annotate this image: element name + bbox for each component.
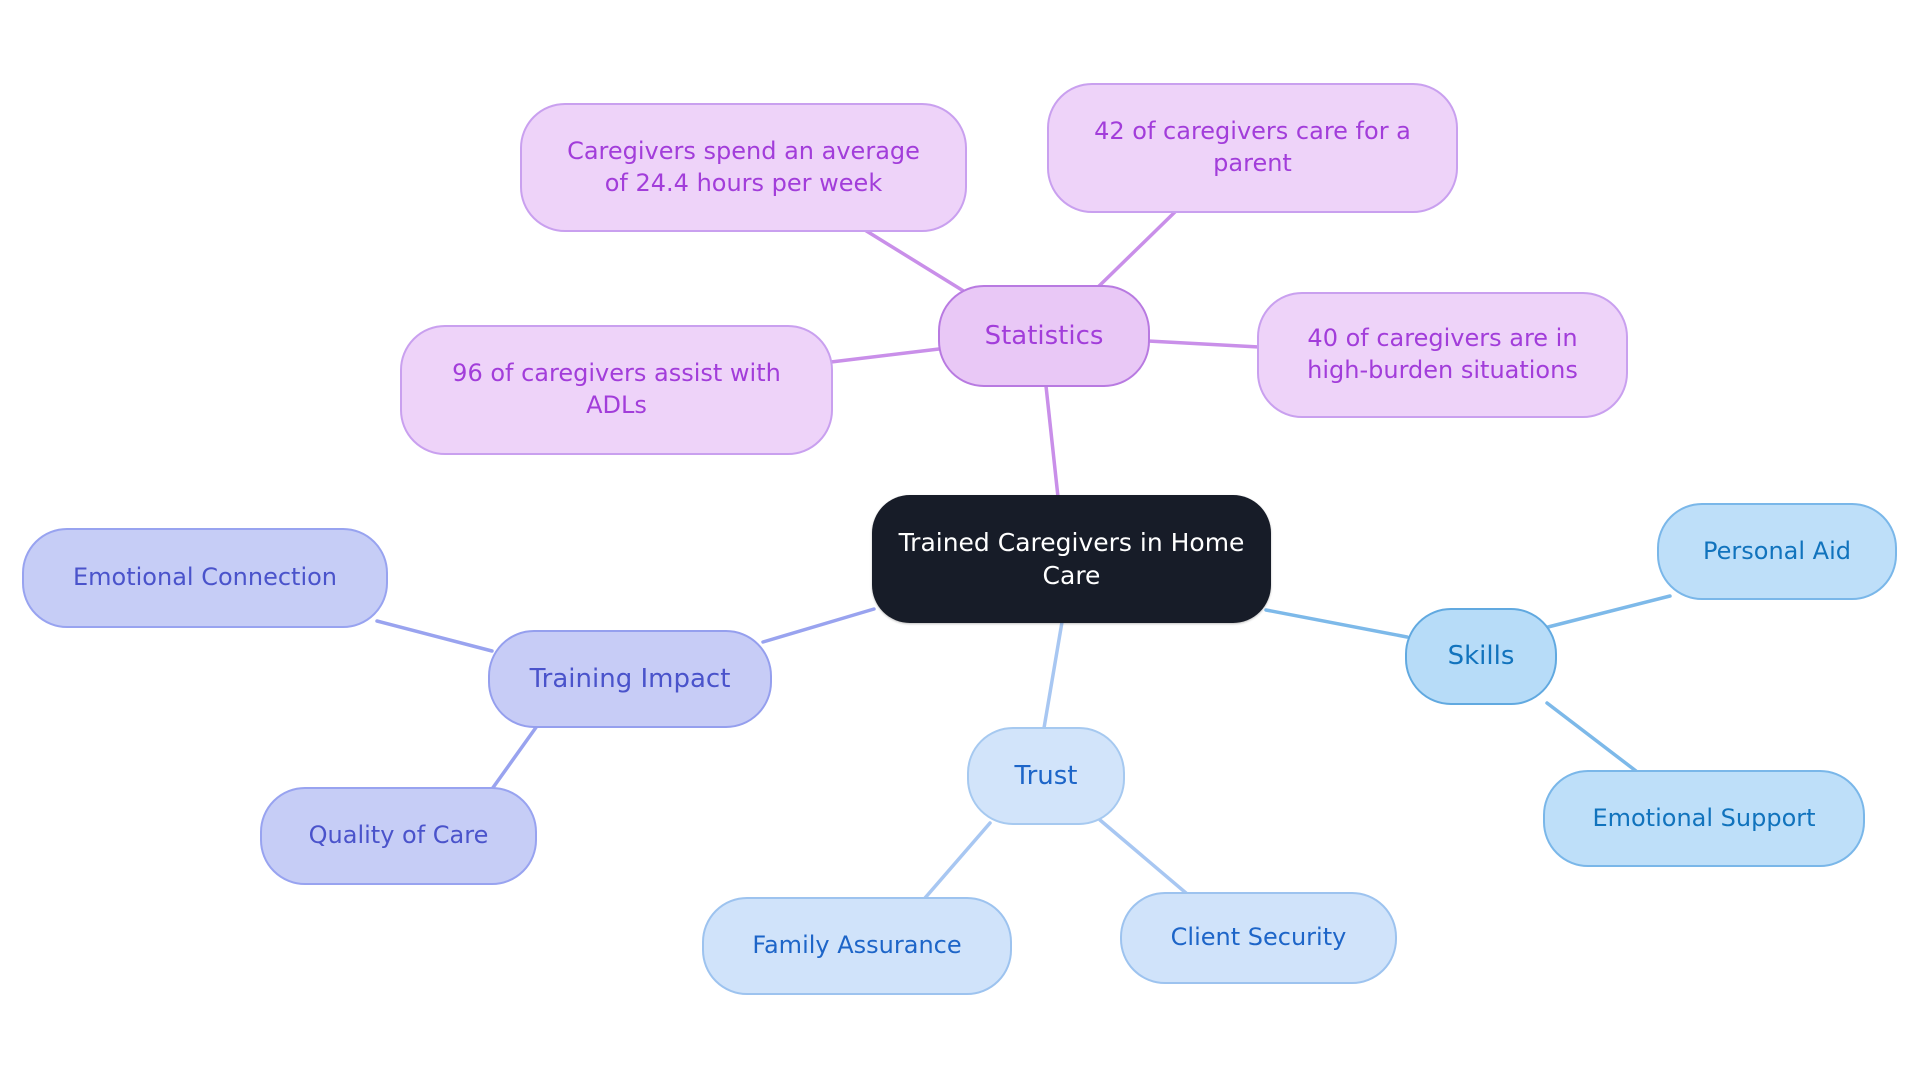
node-root[interactable]: Trained Caregivers in Home Care — [872, 495, 1271, 623]
edge-statistics-avg-hours — [858, 225, 972, 297]
node-personal-aid[interactable]: Personal Aid — [1657, 503, 1897, 600]
edge-trust-client-security — [1098, 818, 1188, 895]
edge-skills-personal-aid — [1546, 594, 1672, 629]
node-training-impact[interactable]: Training Impact — [488, 630, 772, 728]
edge-statistics-care-parent — [1094, 207, 1180, 291]
node-emotional-support[interactable]: Emotional Support — [1543, 770, 1865, 867]
node-statistics-avg-hours[interactable]: Caregivers spend an average of 24.4 hour… — [520, 103, 967, 232]
node-trust[interactable]: Trust — [967, 727, 1125, 825]
node-quality-of-care[interactable]: Quality of Care — [260, 787, 537, 885]
node-statistics-high-burden[interactable]: 40 of caregivers are in high-burden situ… — [1257, 292, 1628, 418]
node-statistics-adls[interactable]: 96 of caregivers assist with ADLs — [400, 325, 833, 455]
node-skills[interactable]: Skills — [1405, 608, 1557, 705]
edge-training-emotional-conn — [375, 619, 494, 653]
node-client-security[interactable]: Client Security — [1120, 892, 1397, 984]
node-family-assurance[interactable]: Family Assurance — [702, 897, 1012, 995]
edge-root-skills — [1264, 608, 1409, 639]
node-statistics[interactable]: Statistics — [938, 285, 1150, 387]
node-emotional-connection[interactable]: Emotional Connection — [22, 528, 388, 628]
edge-root-training-impact — [761, 607, 876, 644]
edge-statistics-high-burden — [1146, 339, 1261, 349]
edge-root-trust — [1042, 620, 1064, 730]
edge-training-quality-care — [490, 724, 539, 791]
edge-trust-family-assurance — [923, 821, 992, 900]
edge-skills-emotional-support — [1545, 701, 1638, 773]
node-statistics-care-parent[interactable]: 42 of caregivers care for a parent — [1047, 83, 1458, 213]
edge-root-statistics — [1044, 384, 1060, 499]
edge-statistics-adls — [829, 347, 941, 364]
